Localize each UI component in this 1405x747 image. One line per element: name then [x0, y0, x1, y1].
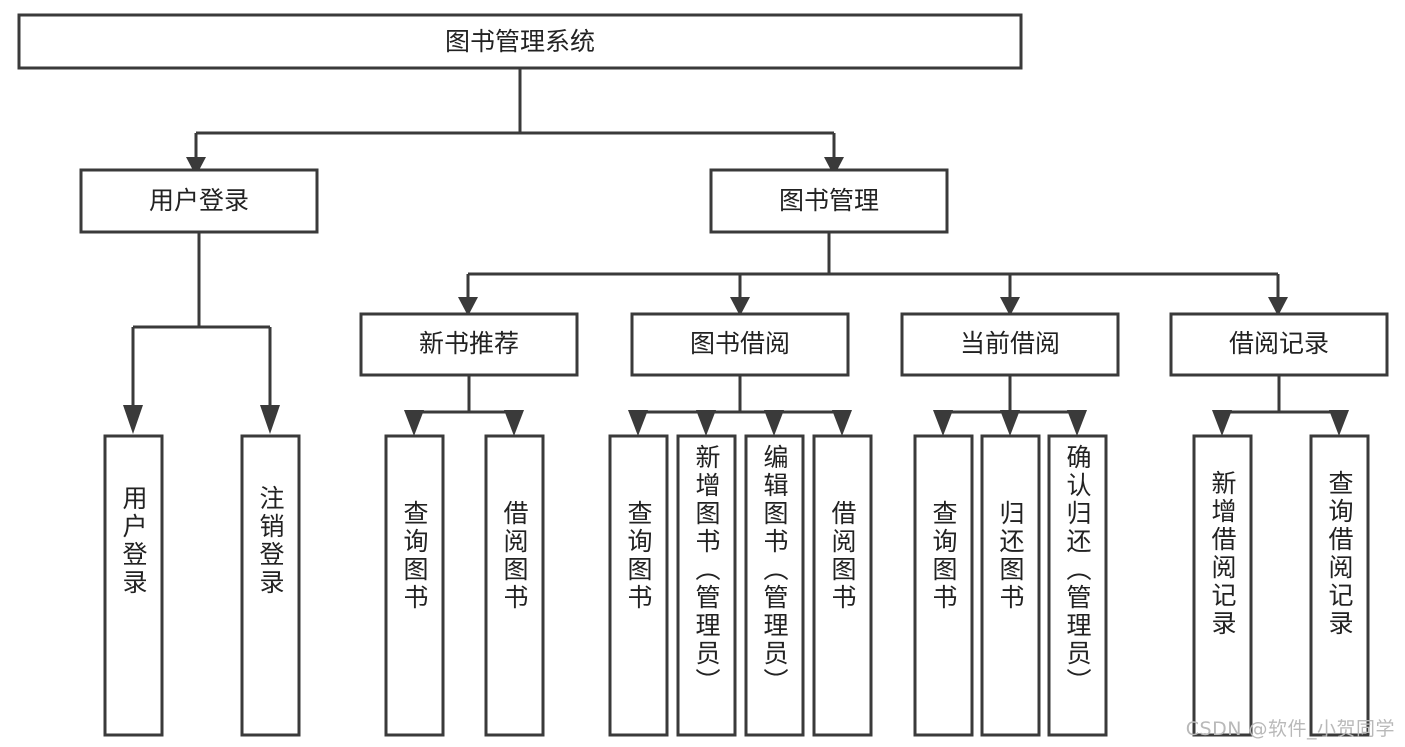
leaf-node-query-borrow-record[interactable]: [1309, 434, 1370, 737]
arrow-head-icon: [832, 410, 852, 436]
leaf-node-borrow-book[interactable]: [812, 434, 873, 737]
arrow-head-icon: [1067, 410, 1087, 436]
csdn-watermark: CSDN @软件_小贺同学: [1185, 718, 1395, 740]
arrow-head-icon: [696, 410, 716, 436]
arrow-head-icon: [1268, 297, 1288, 316]
arrow-head-icon: [730, 297, 750, 316]
node-current-borrowing-label: 当前借阅: [960, 329, 1060, 358]
connector-book-borrow-to-leaves: [628, 375, 852, 436]
node-current-borrowing[interactable]: 当前借阅: [900, 312, 1120, 377]
arrow-head-icon: [1329, 410, 1349, 436]
arrow-head-icon: [824, 157, 844, 176]
leaf-node-borrow-book-rec[interactable]: [484, 434, 545, 737]
node-user-login-label: 用户登录: [149, 186, 249, 215]
connector-book-mgmt-to-level3: [458, 232, 1288, 316]
arrow-head-icon: [260, 405, 280, 434]
arrow-head-icon: [504, 410, 524, 436]
arrow-head-icon: [628, 410, 648, 436]
node-borrowing-record-label: 借阅记录: [1229, 329, 1329, 358]
leaf-node-query-book-current[interactable]: [913, 434, 974, 737]
leaf-node-edit-book-admin[interactable]: [744, 434, 805, 737]
node-user-login[interactable]: 用户登录: [79, 168, 319, 234]
node-new-book-recommendation[interactable]: 新书推荐: [359, 312, 579, 377]
leaf-node-add-borrow-record[interactable]: [1192, 434, 1253, 737]
leaf-node-logout[interactable]: [240, 434, 301, 737]
arrow-head-icon: [123, 405, 143, 434]
arrow-head-icon: [764, 410, 784, 436]
arrow-head-icon: [1212, 410, 1232, 436]
connector-current-borrow-to-leaves: [933, 375, 1087, 436]
connector-new-book-rec-to-leaves: [404, 375, 524, 436]
arrow-head-icon: [186, 157, 206, 176]
arrow-head-icon: [458, 297, 478, 316]
node-book-borrowing[interactable]: 图书借阅: [630, 312, 850, 377]
arrow-head-icon: [933, 410, 953, 436]
connector-borrow-record-to-leaves: [1212, 375, 1349, 436]
connector-root-to-level2: [186, 68, 844, 176]
leaf-node-query-book-borrow[interactable]: [608, 434, 669, 737]
node-new-book-recommendation-label: 新书推荐: [419, 329, 519, 358]
arrow-head-icon: [1000, 410, 1020, 436]
arrow-head-icon: [1000, 297, 1020, 316]
node-book-borrowing-label: 图书借阅: [690, 329, 790, 358]
node-root-system[interactable]: 图书管理系统: [17, 13, 1023, 70]
leaf-node-confirm-return-admin[interactable]: [1047, 434, 1108, 737]
leaf-node-add-book-admin[interactable]: [676, 434, 737, 737]
node-root-label: 图书管理系统: [445, 27, 595, 56]
leaf-node-return-book[interactable]: [980, 434, 1041, 737]
arrow-head-icon: [404, 410, 424, 436]
node-borrowing-record[interactable]: 借阅记录: [1169, 312, 1389, 377]
connector-user-login-to-leaves: [123, 232, 280, 434]
node-book-management[interactable]: 图书管理: [709, 168, 949, 234]
leaf-node-user-login[interactable]: [103, 434, 164, 737]
node-book-management-label: 图书管理: [779, 186, 879, 215]
leaf-node-query-book-rec[interactable]: [384, 434, 445, 737]
